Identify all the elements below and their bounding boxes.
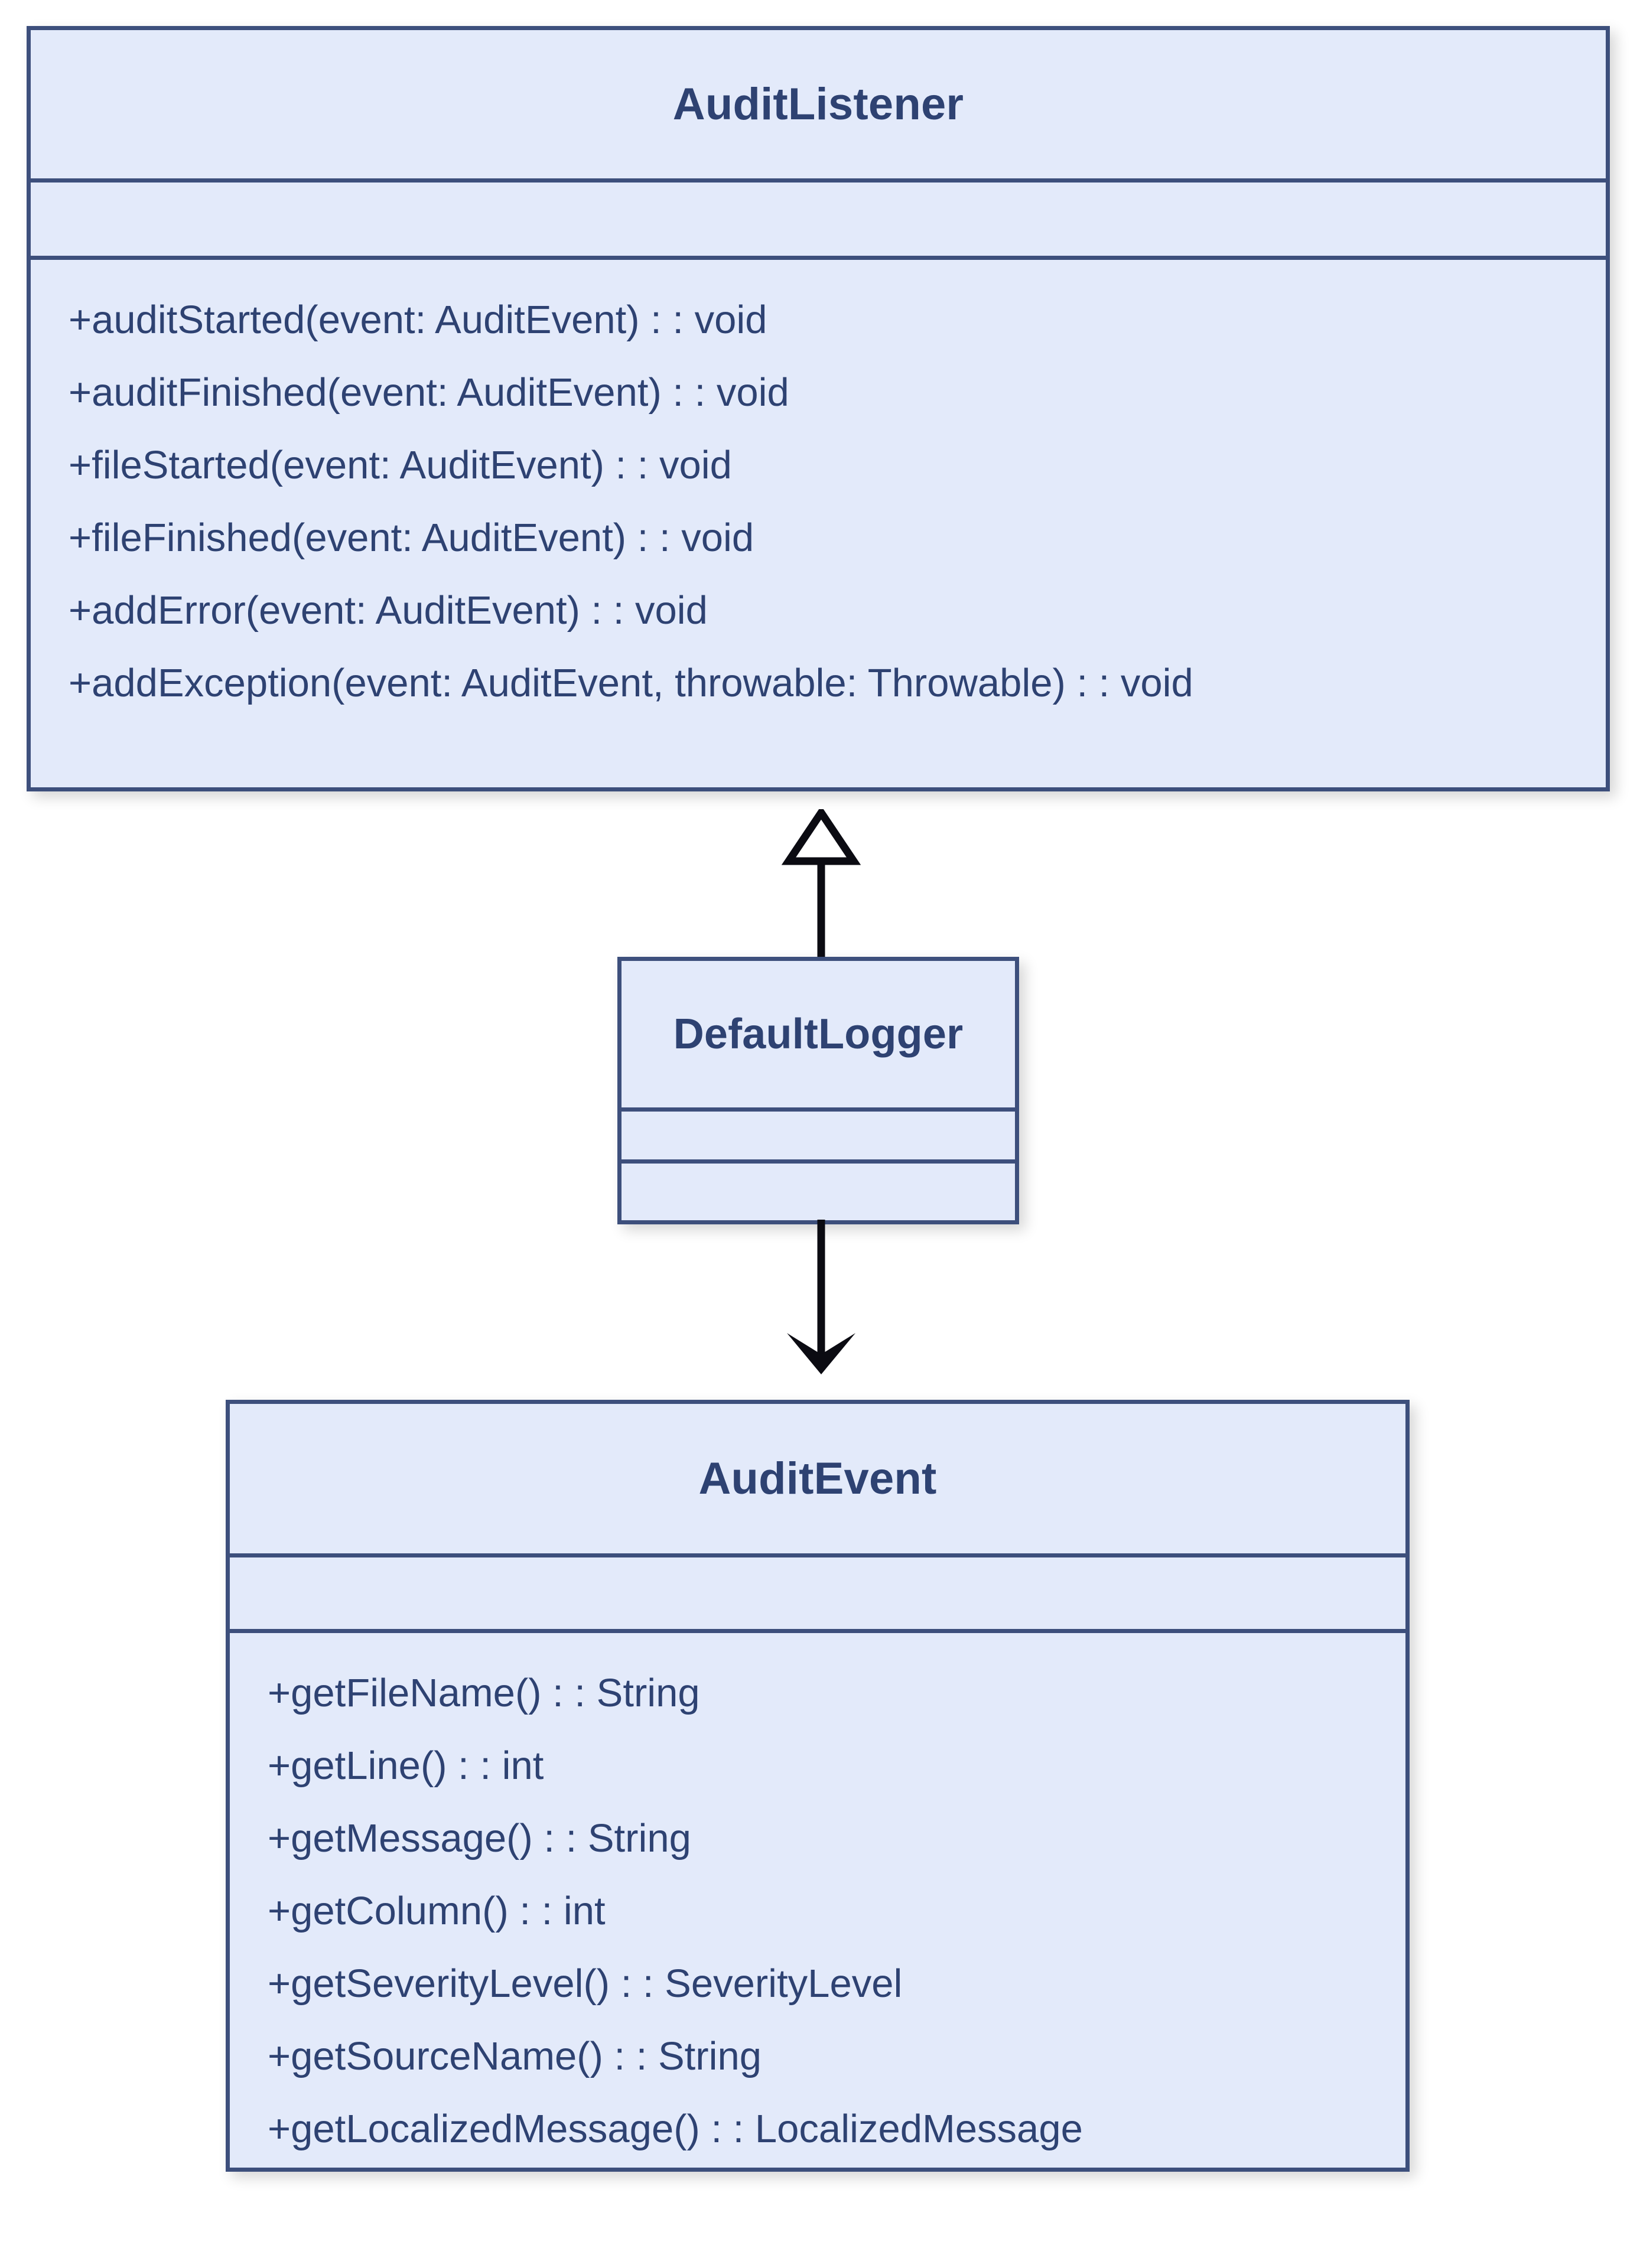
method-item: +getMessage() : : String — [268, 1816, 691, 1860]
class-box-auditevent[interactable]: AuditEvent +getFileName() : : String +ge… — [226, 1400, 1410, 2172]
generalization-connector-defaultlogger-to-auditlistener — [768, 809, 874, 963]
class-methods-auditevent: +getFileName() : : String +getLine() : :… — [230, 1629, 1405, 2163]
class-box-defaultlogger[interactable]: DefaultLogger — [617, 957, 1019, 1224]
class-attributes-auditlistener — [31, 178, 1606, 256]
class-attributes-auditevent — [230, 1553, 1405, 1629]
method-item: +fileStarted(event: AuditEvent) : : void — [69, 443, 732, 487]
method-item: +addError(event: AuditEvent) : : void — [69, 588, 708, 633]
class-methods-defaultlogger — [621, 1159, 1015, 1213]
class-title-auditevent: AuditEvent — [230, 1404, 1405, 1553]
class-methods-auditlistener: +auditStarted(event: AuditEvent) : : voi… — [31, 256, 1606, 783]
class-title-auditlistener: AuditListener — [31, 30, 1606, 178]
method-item: +getLocalizedMessage() : : LocalizedMess… — [268, 2107, 1083, 2151]
class-box-auditlistener[interactable]: AuditListener +auditStarted(event: Audit… — [27, 26, 1610, 791]
class-attributes-defaultlogger — [621, 1107, 1015, 1159]
method-item: +auditFinished(event: AuditEvent) : : vo… — [69, 370, 789, 415]
method-item: +getLine() : : int — [268, 1744, 544, 1788]
method-item: +getFileName() : : String — [268, 1671, 700, 1715]
method-item: +fileFinished(event: AuditEvent) : : voi… — [69, 516, 754, 560]
dependency-connector-defaultlogger-to-auditevent — [768, 1220, 874, 1379]
method-item: +getColumn() : : int — [268, 1889, 606, 1933]
class-title-defaultlogger: DefaultLogger — [621, 961, 1015, 1107]
method-item: +getSourceName() : : String — [268, 2034, 762, 2078]
method-item: +addException(event: AuditEvent, throwab… — [69, 661, 1193, 705]
method-item: +auditStarted(event: AuditEvent) : : voi… — [69, 298, 767, 342]
method-item: +getSeverityLevel() : : SeverityLevel — [268, 1961, 903, 2006]
